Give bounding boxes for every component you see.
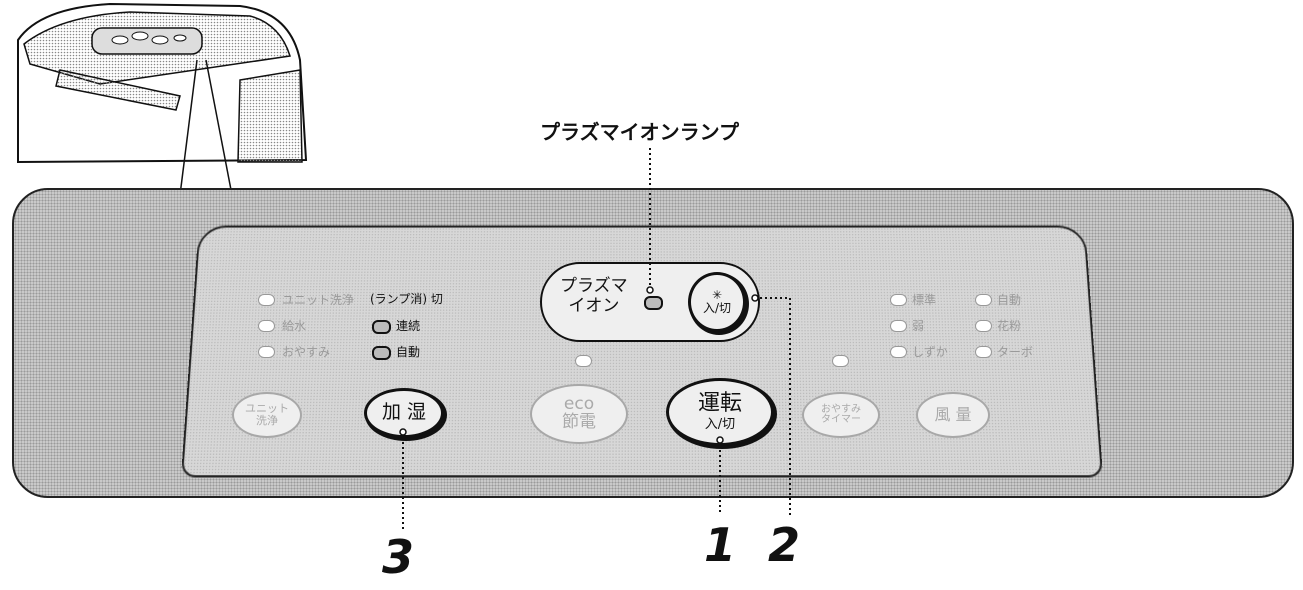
callout-number-1: 1 — [704, 518, 737, 572]
power-button[interactable]: 運転 入/切 — [666, 378, 774, 446]
humidify-button[interactable]: 加 湿 — [364, 388, 444, 438]
lamp-fan-auto — [975, 294, 992, 306]
callout-number-3: 3 — [382, 530, 415, 584]
lamp-label-standard: 標準 — [912, 293, 937, 307]
lamp-sleep — [258, 346, 275, 358]
plasma-ion-lamp-callout: プラズマイオンランプ — [540, 120, 739, 144]
lamp-unit-clean — [258, 294, 275, 306]
lamp-quiet — [890, 346, 907, 358]
lamp-label-water: 給水 — [282, 319, 307, 333]
lamp-label-sleep: おやすみ — [282, 345, 331, 359]
callout-number-2: 2 — [768, 518, 801, 572]
lamp-eco — [575, 355, 592, 367]
plasma-ion-button-label: 入/切 — [702, 301, 732, 315]
humid-off-label: (ランプ消) 切 — [370, 292, 443, 306]
lamp-label-turbo: ターボ — [997, 345, 1034, 359]
airflow-button-label: 風 量 — [934, 404, 972, 424]
lamp-standard — [890, 294, 907, 306]
lamp-timer — [832, 355, 849, 367]
eco-button-label: eco 節電 — [562, 394, 596, 432]
lamp-continuous — [372, 320, 391, 334]
sleep-timer-button[interactable]: おやすみ タイマー — [802, 392, 880, 438]
lamp-label-auto: 自動 — [396, 345, 421, 359]
airflow-button[interactable]: 風 量 — [916, 392, 990, 438]
lamp-label-pollen: 花粉 — [997, 319, 1022, 333]
lamp-label-unit-clean: ユニット洗浄 — [282, 293, 355, 307]
lamp-label-fan-auto: 自動 — [997, 293, 1022, 307]
eco-button[interactable]: eco 節電 — [530, 384, 628, 444]
lamp-label-continuous: 連続 — [396, 319, 421, 333]
power-button-label-bottom: 入/切 — [704, 417, 736, 433]
sleep-timer-button-label: おやすみ タイマー — [821, 403, 861, 425]
humidify-button-label: 加 湿 — [381, 401, 427, 424]
lamp-label-weak: 弱 — [912, 319, 925, 333]
lamp-auto — [372, 346, 391, 360]
unit-clean-button-label: ユニット 洗浄 — [245, 402, 289, 427]
lamp-pollen — [975, 320, 992, 332]
plasma-ion-lamp — [644, 296, 663, 310]
plasma-ion-button[interactable]: ✳ 入/切 — [688, 272, 746, 332]
lamp-label-quiet: しずか — [912, 345, 948, 359]
device-illustration — [17, 2, 308, 164]
power-button-label-top: 運転 — [697, 391, 742, 417]
lamp-turbo — [975, 346, 992, 358]
plasma-ion-label: プラズマ イオン — [560, 276, 628, 316]
lamp-water — [258, 320, 275, 332]
lamp-weak — [890, 320, 907, 332]
plasma-spark-icon: ✳ — [711, 288, 723, 303]
unit-clean-button[interactable]: ユニット 洗浄 — [232, 392, 302, 438]
